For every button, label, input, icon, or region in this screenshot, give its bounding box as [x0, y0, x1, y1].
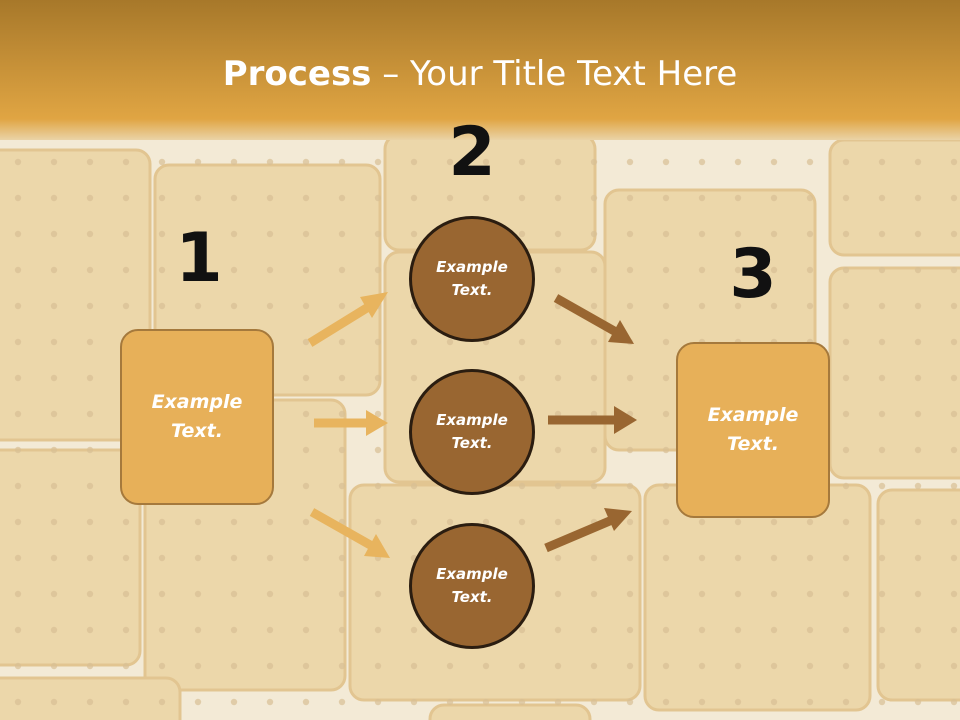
step-3-box: Example Text. — [676, 342, 830, 518]
step-2-circle-top: Example Text. — [409, 216, 535, 342]
title-rest: – Your Title Text Here — [371, 54, 738, 94]
arrow-middle-to-3 — [548, 406, 637, 434]
step-1-number: 1 — [175, 219, 223, 298]
slide-title: Process – Your Title Text Here — [0, 52, 960, 96]
step-1-box: Example Text. — [120, 329, 274, 505]
arrow-bottom-to-3 — [544, 508, 632, 553]
arrow-top-to-3 — [553, 294, 634, 344]
arrow-1-to-bottom — [309, 508, 390, 558]
step-2-circle-bottom: Example Text. — [409, 523, 535, 649]
step-3-number: 3 — [729, 235, 777, 314]
arrow-1-to-middle — [314, 410, 388, 436]
title-bold: Process — [222, 54, 372, 94]
step-2-number: 2 — [448, 113, 496, 192]
step-2-circle-middle: Example Text. — [409, 369, 535, 495]
arrow-1-to-top — [307, 292, 388, 347]
